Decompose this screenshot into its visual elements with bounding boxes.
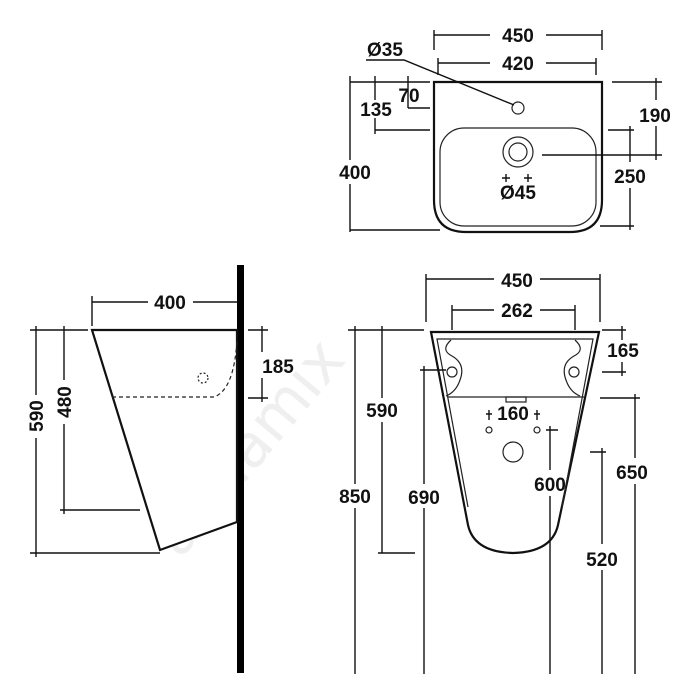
- urinal-side-outline: [90, 328, 239, 552]
- fixing-hole-right: [568, 366, 580, 378]
- dim-ticks-160: [486, 410, 540, 420]
- dim-line-650: [600, 394, 640, 674]
- inlet-slot: [505, 396, 527, 403]
- dim-lines-right-top: [542, 78, 662, 230]
- dim-line-600: [546, 426, 558, 674]
- bowl-outline: [439, 127, 597, 227]
- wall: [237, 265, 244, 673]
- dim-650: 650: [616, 463, 648, 484]
- dim-250: 250: [614, 167, 646, 188]
- dim-line-520: [590, 448, 606, 674]
- dim-850: 850: [339, 487, 371, 508]
- dim-185: 185: [262, 357, 294, 378]
- dim-450-front: 450: [501, 271, 533, 292]
- dim-590-side: 590: [27, 400, 48, 432]
- dim-480: 480: [55, 386, 76, 418]
- drain-ticks: [502, 174, 532, 182]
- dim-line-590-front: [378, 326, 415, 554]
- dim-drain: Ø45: [500, 183, 536, 204]
- dim-line-400-side: [91, 296, 237, 326]
- dim-590-front: 590: [366, 401, 398, 422]
- dim-line-450-front: [425, 274, 601, 322]
- dim-line-690: [420, 366, 446, 674]
- dim-400-side: 400: [154, 293, 186, 314]
- dim-lines-165: [602, 326, 626, 376]
- leader-35: [366, 59, 515, 106]
- dim-lines-left-top: [349, 76, 440, 232]
- dim-520: 520: [586, 550, 618, 571]
- fix-160-left: [485, 426, 493, 434]
- dim-450-top: 450: [502, 26, 534, 47]
- dim-lines-side-left: [30, 326, 160, 557]
- top-view: 450 420 Ø35 135 70 400 190 250 Ø45: [339, 26, 671, 234]
- dim-line-850: [348, 326, 424, 674]
- tap-hole: [511, 101, 525, 115]
- dim-line-262: [451, 305, 576, 330]
- dim-70: 70: [398, 86, 419, 107]
- dim-160: 160: [497, 404, 529, 425]
- dim-690: 690: [408, 488, 440, 509]
- bracket-cutouts: [445, 339, 581, 397]
- dim-420: 420: [502, 54, 534, 75]
- fix-160-right: [533, 426, 541, 434]
- dim-tap-hole: Ø35: [367, 40, 403, 61]
- fixing-hole-left: [446, 366, 458, 378]
- dim-line-420: [437, 58, 597, 75]
- inner-rim: [436, 338, 594, 508]
- dim-lines-185: [248, 326, 268, 402]
- dim-135: 135: [360, 100, 392, 121]
- drain-inner: [508, 142, 528, 162]
- dim-190: 190: [639, 106, 671, 127]
- inlet-hidden: [197, 372, 209, 384]
- dim-262: 262: [501, 301, 533, 322]
- basin-outline-top: [432, 80, 604, 234]
- dim-165: 165: [607, 341, 639, 362]
- outlet-hole: [502, 441, 524, 463]
- dim-600: 600: [534, 475, 566, 496]
- front-view: 450 262 165 160 850 590 690 600 650 520: [339, 271, 648, 674]
- hidden-bowl-line: [112, 339, 238, 398]
- dim-line-450-top: [433, 30, 603, 50]
- dim-400-top: 400: [339, 163, 371, 184]
- drain-outer: [502, 136, 534, 168]
- side-view: 400 590 480 185: [27, 265, 294, 673]
